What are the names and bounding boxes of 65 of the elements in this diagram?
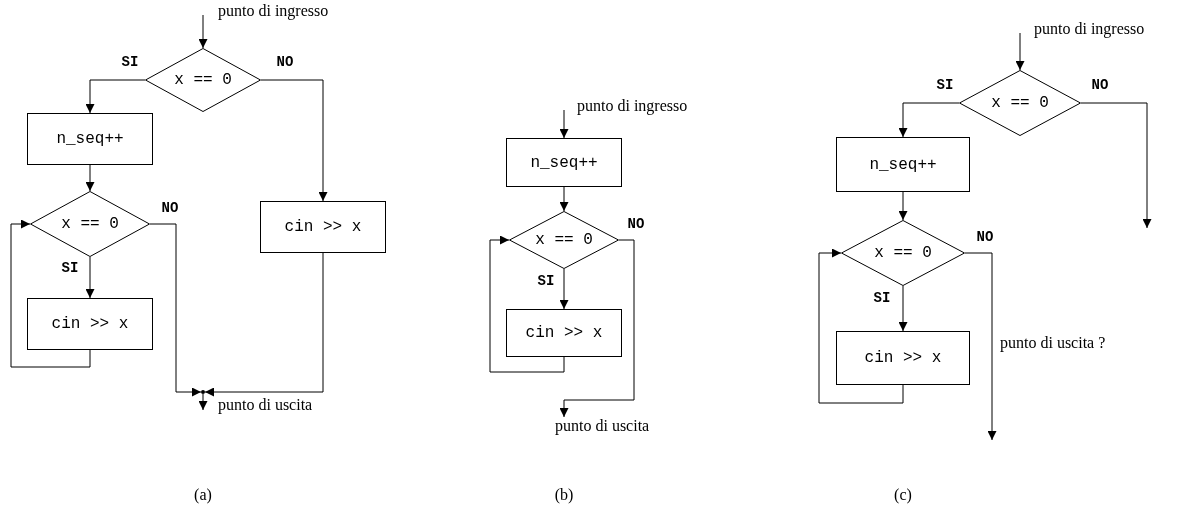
decision-diamond — [30, 191, 150, 257]
code-text: cin >> x — [525, 324, 603, 342]
arrow — [1080, 102, 1152, 229]
process-box — [506, 138, 622, 187]
arrow — [559, 239, 635, 418]
note-text: punto di ingresso — [577, 97, 688, 115]
exit-label: punto di uscita — [203, 396, 313, 414]
code-text: cin >> x — [864, 349, 942, 367]
edge-label: NO — [1091, 78, 1109, 92]
edge-label: NO — [276, 55, 294, 69]
arrow — [1015, 32, 1025, 71]
note-text: punto di ingresso — [218, 2, 329, 20]
note-text: punto di ingresso — [1034, 20, 1145, 38]
process-box — [836, 137, 970, 192]
edge-label: SI — [121, 55, 139, 69]
note-text: punto di uscita ? — [1000, 334, 1106, 352]
exit-label: punto di uscita — [555, 417, 650, 435]
arrow — [964, 252, 997, 441]
process-box — [27, 113, 153, 165]
process-box — [506, 309, 622, 357]
arrow — [198, 393, 208, 411]
code-text: cin >> x — [284, 218, 362, 236]
code-text: x == 0 — [874, 244, 932, 262]
edge-label: NO — [976, 230, 994, 244]
arrow — [85, 164, 95, 192]
process-box — [260, 201, 386, 253]
arrow — [10, 219, 91, 368]
arrow — [198, 14, 208, 49]
arrow — [85, 79, 146, 114]
decision-diamond — [509, 211, 619, 269]
arrow — [559, 109, 569, 139]
code-text: cin >> x — [51, 315, 129, 333]
arrow — [489, 235, 565, 373]
decision-diamond — [959, 70, 1081, 136]
arrow — [898, 102, 960, 138]
process-box — [836, 331, 970, 385]
code-text: x == 0 — [991, 94, 1049, 112]
edge-label: SI — [873, 291, 891, 305]
arrow — [149, 223, 202, 397]
code-text: n_seq++ — [530, 153, 598, 172]
edge-label: SI — [61, 261, 79, 275]
arrow — [559, 268, 569, 310]
arrow — [260, 79, 328, 202]
edge-label: NO — [627, 217, 645, 231]
arrow — [818, 248, 904, 404]
edge-label: NO — [161, 201, 179, 215]
code-text: n_seq++ — [56, 130, 124, 148]
arrow — [559, 186, 569, 212]
arrow — [85, 256, 95, 299]
decision-diamond — [841, 220, 965, 286]
junction-dot — [201, 390, 205, 394]
code-text: x == 0 — [174, 71, 232, 89]
decision-diamond — [145, 48, 261, 112]
arrow — [204, 252, 324, 397]
code-text: x == 0 — [61, 215, 119, 233]
process-box — [27, 298, 153, 350]
panel-caption: (a) — [194, 486, 212, 504]
panel-caption: (c) — [894, 486, 912, 504]
edge-label: SI — [936, 78, 954, 92]
arrow — [898, 285, 908, 332]
arrow — [898, 191, 908, 221]
code-text: x == 0 — [535, 231, 593, 249]
panel-caption: (b) — [554, 486, 574, 504]
code-text: n_seq++ — [869, 155, 937, 174]
edge-label: SI — [537, 274, 555, 288]
